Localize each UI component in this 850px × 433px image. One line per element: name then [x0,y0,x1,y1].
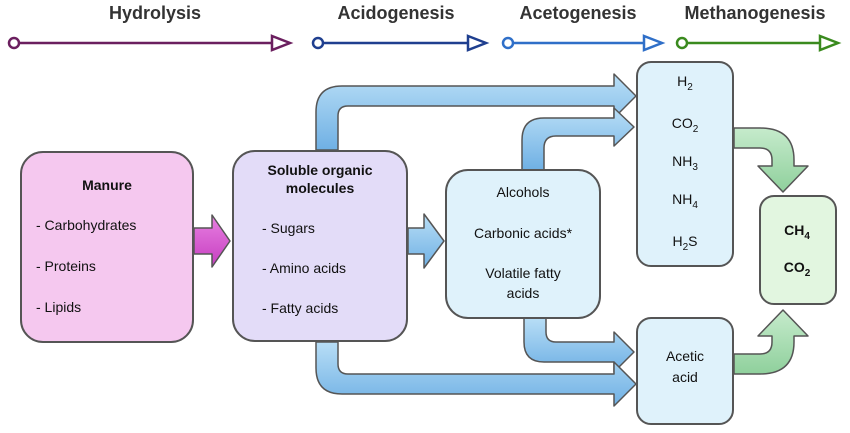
arrow-intermediates-to-gases [521,107,635,171]
gas-nh4: NH4 [672,191,698,211]
stage-title-methanogenesis: Methanogenesis [684,3,825,23]
timeline-methanogenesis [675,34,842,52]
manure-box [20,151,194,343]
intermediate-volatile-fatty-line1: Volatile fatty [485,265,561,281]
arrow-acetic-to-products [733,309,809,375]
soluble-item-sugars: - Sugars [262,220,315,236]
acetic-acid-box [636,317,734,425]
acetic-line2: acid [672,369,698,385]
manure-title: Manure [82,177,132,193]
gases-box [636,61,734,267]
intermediates-box [445,169,601,319]
arrow-soluble-to-acetic [315,341,637,407]
gas-h2s: H2S [672,233,697,253]
stage-title-acetogenesis: Acetogenesis [519,3,636,23]
timeline-acetogenesis [501,34,666,52]
product-ch4: CH4 [784,222,810,242]
soluble-molecules-box [232,150,408,342]
manure-item-carbohydrates: - Carbohydrates [36,217,136,233]
arrow-intermediates-to-acetic [523,317,635,373]
soluble-item-fatty-acids: - Fatty acids [262,300,338,316]
manure-item-lipids: - Lipids [36,299,81,315]
timeline-hydrolysis [7,34,294,52]
arrow-manure-to-soluble [193,214,231,268]
arrow-gases-to-products [733,127,809,193]
soluble-item-amino-acids: - Amino acids [262,260,346,276]
intermediate-carbonic-acids: Carbonic acids* [474,225,573,241]
soluble-title-line1: Soluble organic [267,162,372,178]
gas-co2: CO2 [672,115,699,135]
intermediate-alcohols: Alcohols [497,184,550,200]
manure-item-proteins: - Proteins [36,258,96,274]
timeline-acidogenesis [311,34,490,52]
arrow-soluble-to-gases [315,73,637,151]
stage-title-hydrolysis: Hydrolysis [109,3,201,23]
intermediate-volatile-fatty-line2: acids [507,285,540,301]
arrow-soluble-to-intermediates [407,213,445,269]
stage-title-acidogenesis: Acidogenesis [337,3,454,23]
product-co2: CO2 [784,259,811,279]
gas-h2: H2 [677,73,693,93]
soluble-title-line2: molecules [286,180,355,196]
gas-nh3: NH3 [672,153,698,173]
products-box [759,195,837,305]
acetic-line1: Acetic [666,348,704,364]
